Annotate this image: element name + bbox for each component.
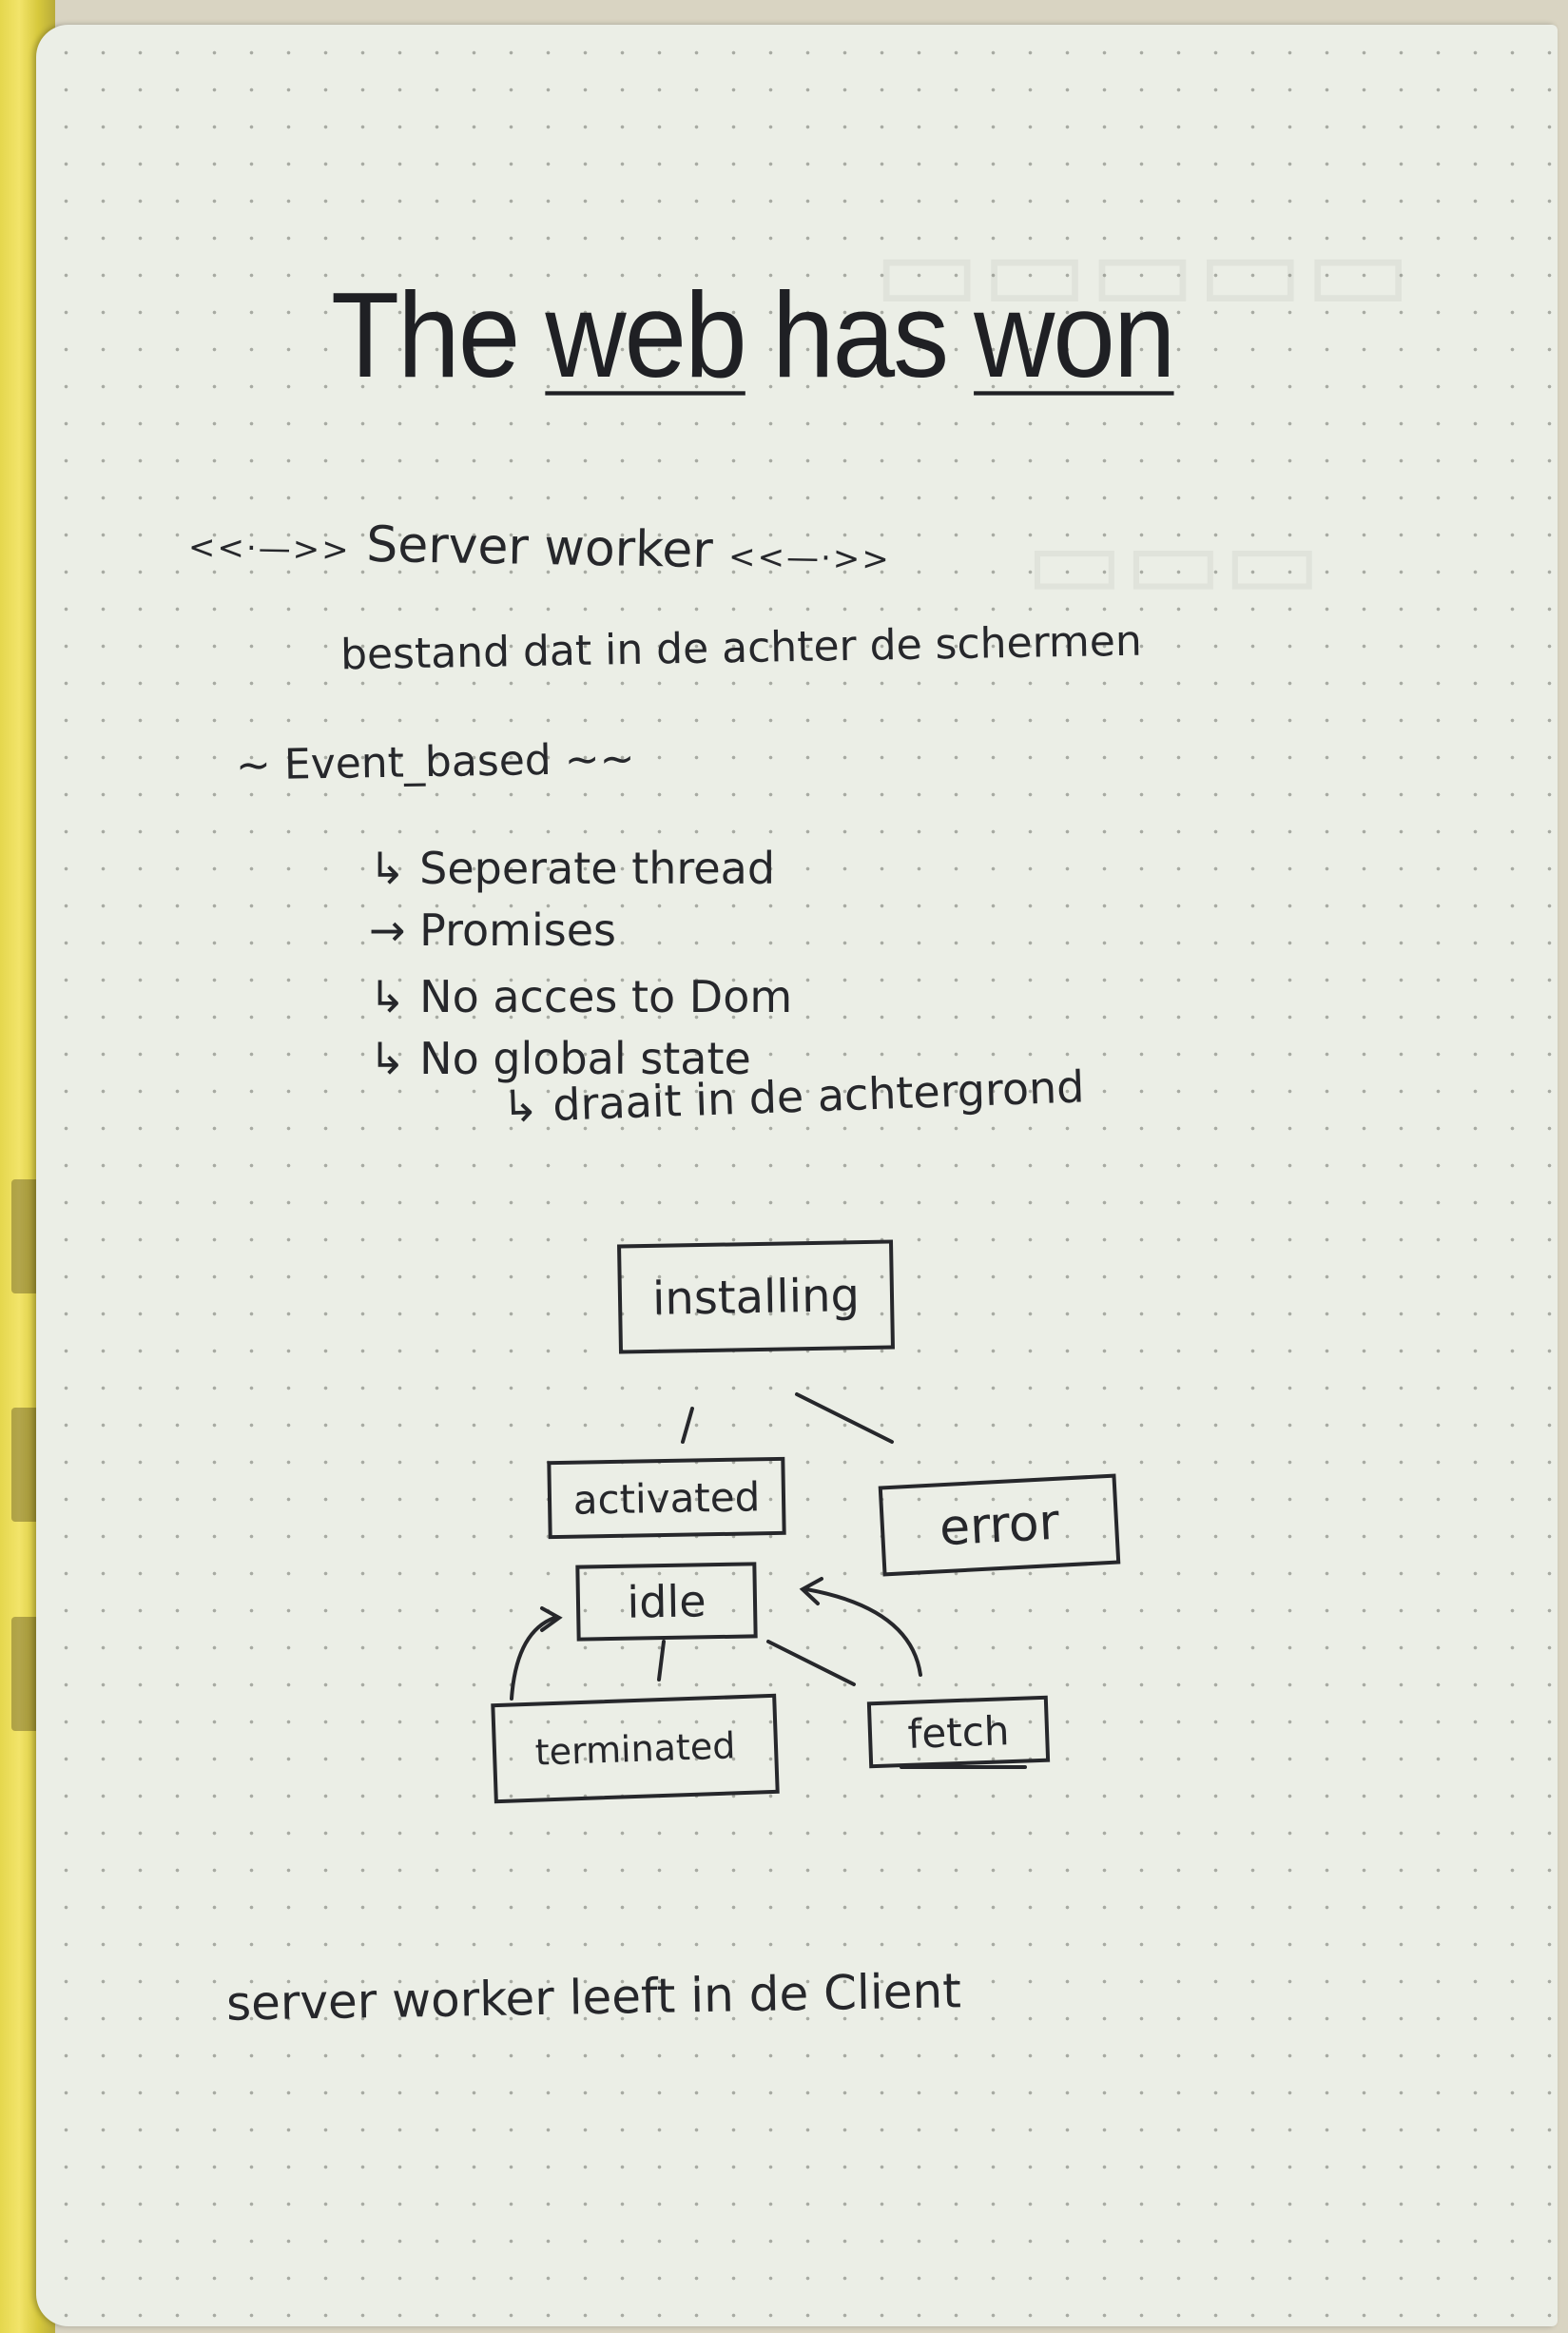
state-node-error: error	[878, 1473, 1121, 1577]
list-item: → Promises	[369, 904, 616, 956]
arrow-icon: ↳	[369, 971, 406, 1022]
list-item: ↳ No acces to Dom	[369, 971, 792, 1022]
connector-installing-activated	[681, 1407, 694, 1444]
arrow-icon: →	[369, 904, 406, 956]
title-word: The	[331, 267, 520, 404]
arrow-head	[799, 1577, 823, 1605]
state-node-terminated: terminated	[491, 1693, 780, 1804]
list-item: ↳ Seperate thread	[369, 843, 775, 894]
edge-mark	[11, 1617, 40, 1731]
title-word-underlined: won	[974, 267, 1175, 404]
list-item: ↳ No global state	[369, 1033, 751, 1084]
connector-idle-terminated	[657, 1640, 666, 1682]
list-item-text: Promises	[419, 904, 616, 956]
arrow-terminated-to-idle	[510, 1616, 556, 1701]
list-item-text: No acces to Dom	[419, 971, 793, 1022]
edge-mark	[11, 1179, 40, 1293]
list-item-text: Seperate thread	[419, 843, 776, 894]
state-node-installing: installing	[617, 1239, 895, 1354]
state-node-activated: activated	[547, 1456, 786, 1540]
arrow-icon: ↳	[369, 843, 406, 894]
edge-mark	[11, 1408, 40, 1522]
title-word: has	[771, 267, 949, 404]
arrow-icon: ↳	[369, 1033, 406, 1084]
arrow-fetch-to-idle	[804, 1587, 922, 1677]
list-item-text: No global state	[419, 1033, 751, 1084]
state-node-idle: idle	[575, 1562, 758, 1642]
connector-installing-error	[795, 1392, 894, 1444]
title-word-underlined: web	[545, 267, 746, 404]
connector-idle-fetch	[766, 1640, 856, 1686]
state-node-fetch: fetch	[866, 1695, 1051, 1769]
lifecycle-diagram-connectors	[510, 1392, 1027, 1769]
arrow-head	[540, 1606, 563, 1632]
